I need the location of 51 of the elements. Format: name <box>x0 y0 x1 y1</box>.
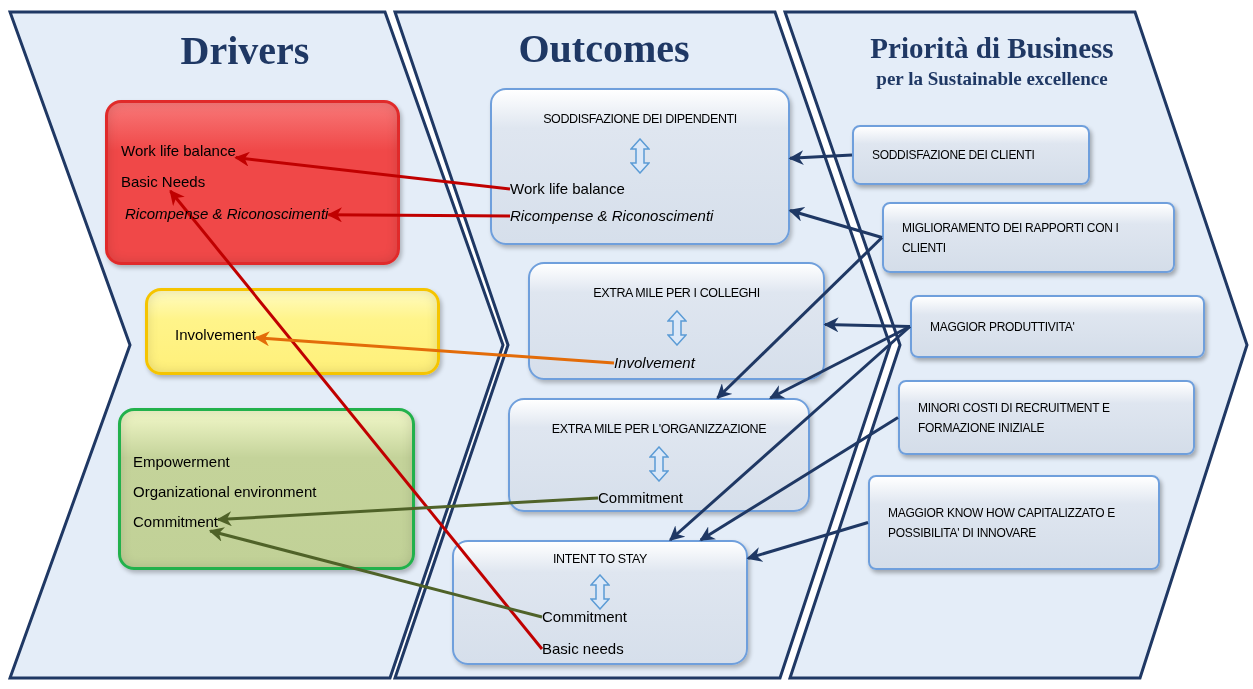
priority-text: MIGLIORAMENTO DEI RAPPORTI CON I CLIENTI <box>902 219 1120 257</box>
item-text: Empowerment <box>133 453 230 471</box>
priority-text: MAGGIOR PRODUTTIVITA' <box>930 318 1076 336</box>
outcome-title: EXTRA MILE PER L'ORGANIZZAZIONE <box>550 422 768 436</box>
arrow <box>326 207 510 223</box>
arrow <box>788 207 883 239</box>
outcome-title: SODDISFAZIONE DEI DIPENDENTI <box>542 112 738 126</box>
priority-box <box>910 295 1205 358</box>
column-heading: Priorità di Business <box>869 32 1115 66</box>
outcome-title: EXTRA MILE PER I COLLEGHI <box>592 286 761 300</box>
priority-box <box>868 475 1160 570</box>
outcome-box <box>528 262 825 380</box>
item-text: Ricompense & Riconoscimenti <box>510 207 714 225</box>
priority-box <box>852 125 1090 185</box>
arrow <box>769 325 911 400</box>
item-text: Ricompense & Riconoscimenti <box>125 205 329 223</box>
item-text: Involvement <box>614 354 695 372</box>
column-heading: Drivers <box>179 28 311 74</box>
item-text: Commitment <box>598 489 683 507</box>
item-text: Involvement <box>175 326 256 344</box>
item-text: Work life balance <box>121 142 236 160</box>
item-text: Organizational environment <box>133 483 317 501</box>
driver-box <box>118 408 415 570</box>
arrow <box>208 527 543 619</box>
arrow <box>254 331 615 365</box>
priority-text: MAGGIOR KNOW HOW CAPITALIZZATO E POSSIBILITA' DI INNOVARE <box>888 504 1117 542</box>
arrow <box>823 317 911 333</box>
priority-text: SODDISFAZIONE DEI CLIENTI <box>872 147 1036 164</box>
item-text: Basic needs <box>542 640 624 658</box>
column-subheading: per la Sustainable excellence <box>875 68 1109 91</box>
driver-box <box>105 100 400 265</box>
item-text: Basic Needs <box>121 173 206 191</box>
arrow <box>169 189 544 650</box>
priority-text: MINORI COSTI DI RECRUITMENT E FORMAZIONE INIZIALE <box>918 399 1111 437</box>
priority-box <box>882 202 1175 273</box>
arrow <box>716 236 884 400</box>
item-text: Commitment <box>133 513 218 531</box>
priority-box <box>898 380 1195 455</box>
driver-box <box>145 288 440 375</box>
arrow <box>669 325 911 542</box>
arrow <box>699 416 899 542</box>
outcome-box <box>452 540 748 665</box>
outcome-title: INTENT TO STAY <box>552 552 648 566</box>
outcome-box <box>490 88 790 245</box>
outcome-box <box>508 398 810 512</box>
arrow <box>746 521 869 562</box>
item-text: Commitment <box>542 608 627 626</box>
arrow <box>216 496 599 527</box>
arrow <box>234 151 511 191</box>
item-text: Work life balance <box>510 180 625 198</box>
column-heading: Outcomes <box>517 26 691 72</box>
